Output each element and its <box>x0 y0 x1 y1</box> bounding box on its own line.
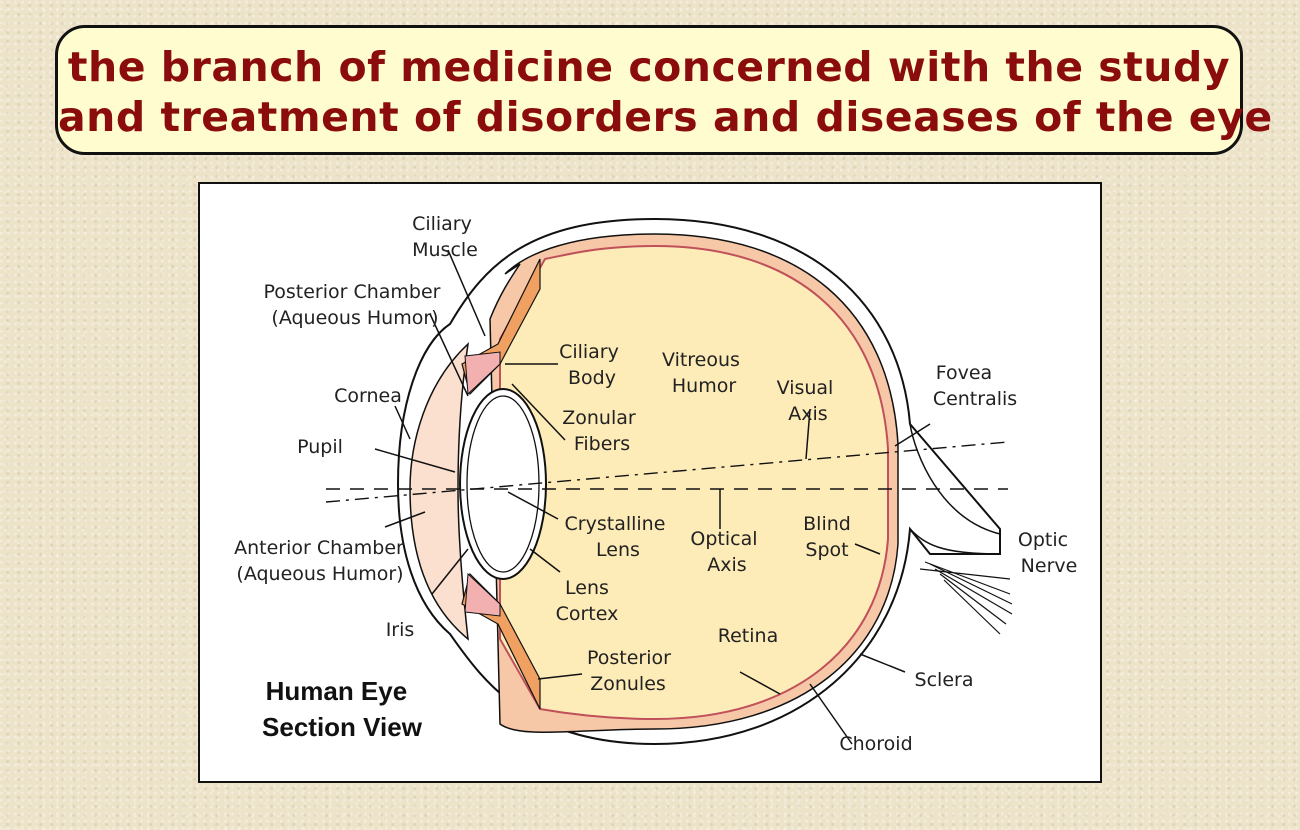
pupil-label: Pupil <box>297 436 343 458</box>
crystalline-lens-label: Crystalline Lens <box>565 513 672 561</box>
iris-upper <box>464 351 501 396</box>
vitreous-humor-label: Vitreous Humor <box>662 349 746 397</box>
eye-diagram-svg: Ciliary Muscle Posterior Chamber (Aqueou… <box>234 213 1077 755</box>
title-line-1: the branch of medicine concerned with th… <box>67 43 1231 91</box>
optic-nerve-label: Optic Nerve <box>1018 529 1077 577</box>
diagram-caption: Human Eye Section View <box>262 676 423 742</box>
title-line-2: and treatment of disorders and diseases … <box>58 93 1273 141</box>
visual-axis-label: Visual Axis <box>777 377 840 425</box>
title-banner: the branch of medicine concerned with th… <box>55 25 1273 155</box>
retina-label: Retina <box>718 625 778 647</box>
eye-diagram: Ciliary Muscle Posterior Chamber (Aqueou… <box>198 182 1102 783</box>
anterior-chamber-label: Anterior Chamber (Aqueous Humor) <box>234 537 410 585</box>
optic-nerve-fibers <box>919 561 1013 635</box>
blind-spot-label: Blind Spot <box>803 513 857 561</box>
pointer-lines <box>374 249 931 745</box>
iris-label: Iris <box>386 619 415 641</box>
fovea-centralis-label: Fovea Centralis <box>933 362 1017 410</box>
optical-axis-label: Optical Axis <box>690 528 763 576</box>
iris-lower <box>464 572 501 617</box>
posterior-zonules-label: Posterior Zonules <box>587 647 677 695</box>
ciliary-muscle-label: Ciliary Muscle <box>412 213 478 261</box>
choroid-label: Choroid <box>839 733 912 755</box>
vitreous-body <box>499 244 889 721</box>
posterior-chamber-label: Posterior Chamber (Aqueous Humor) <box>263 281 446 329</box>
cornea-shape <box>409 341 470 641</box>
crystalline-lens <box>459 388 547 580</box>
zonular-fibers-label: Zonular Fibers <box>562 407 642 455</box>
cornea-label: Cornea <box>334 385 402 407</box>
ciliary-body-label: Ciliary Body <box>559 341 625 389</box>
sclera-label: Sclera <box>915 669 974 691</box>
lens-cortex-label: Lens Cortex <box>556 577 619 625</box>
